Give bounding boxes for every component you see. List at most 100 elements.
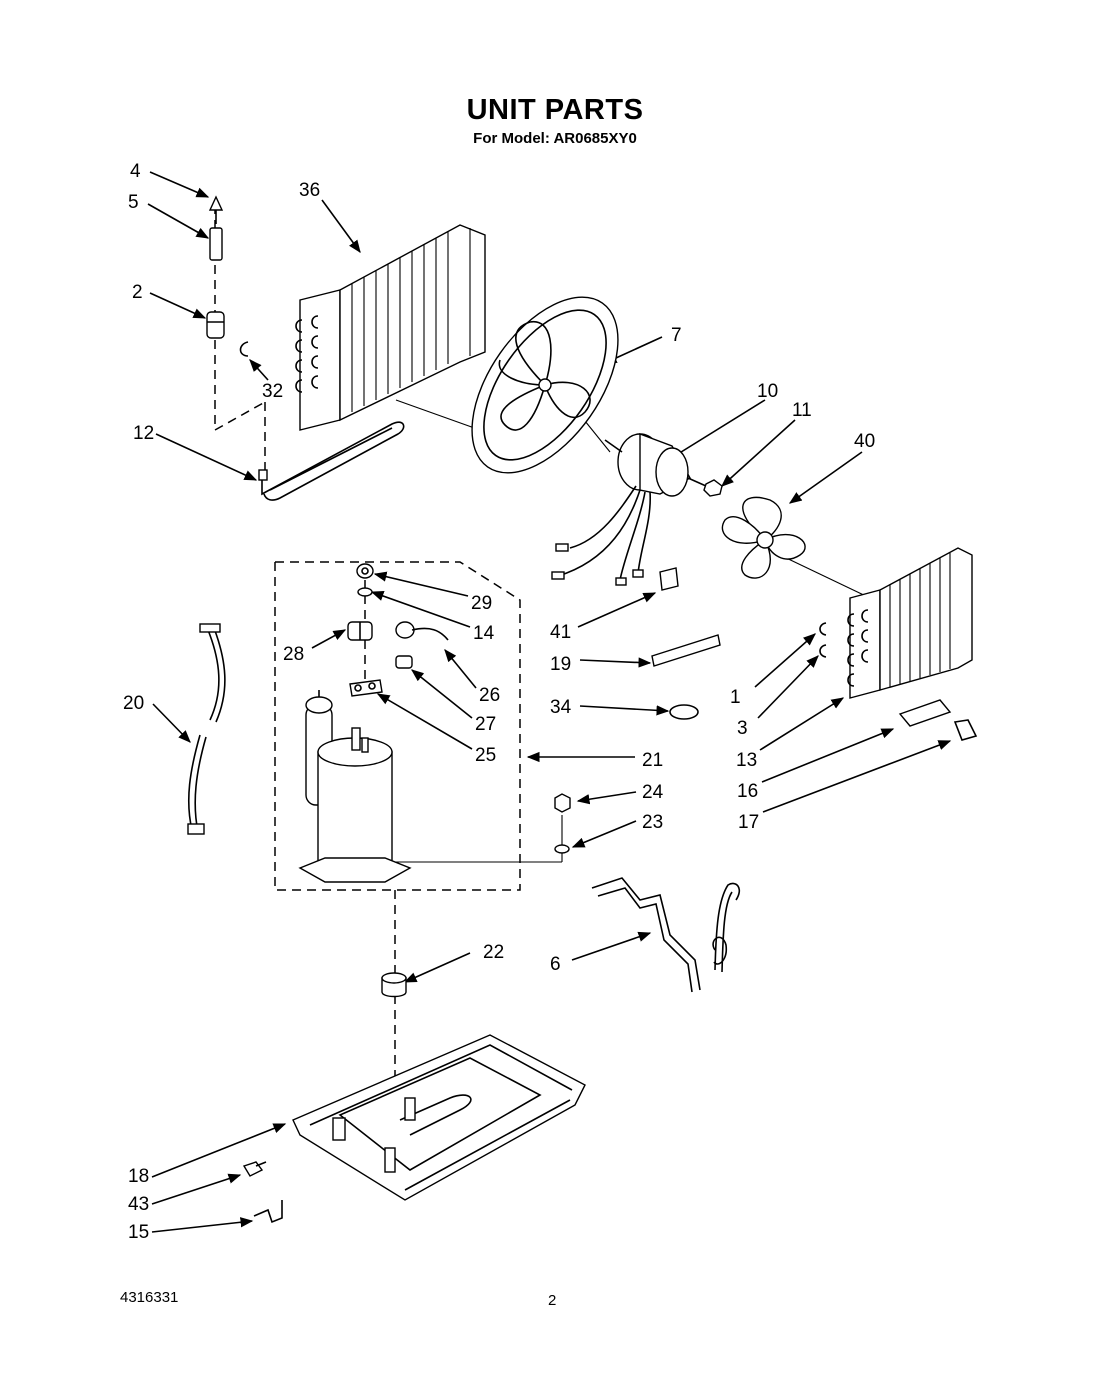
callout-label-41: 41 [550, 622, 571, 643]
callout-label-19: 19 [550, 654, 571, 675]
part-3-clip [819, 644, 827, 658]
part-26-overload [395, 621, 449, 641]
model-subtitle: For Model: AR0685XY0 [473, 130, 637, 147]
callout-label-10: 10 [757, 381, 778, 402]
leader-18 [151, 1123, 287, 1178]
part-1-clip [819, 622, 827, 636]
part-36-evaporator-coil [295, 224, 486, 431]
part-10-fan-motor [551, 432, 707, 586]
part-4-valve-cap [208, 195, 224, 224]
leader-43 [151, 1173, 242, 1205]
page-number: 2 [548, 1292, 557, 1309]
callout-label-13: 13 [736, 750, 757, 771]
leader-15 [151, 1217, 254, 1233]
leader-27 [411, 669, 473, 719]
callout-label-6: 6 [550, 954, 561, 975]
leader-25 [376, 693, 473, 750]
leader-16 [761, 728, 895, 783]
part-20-wire-harness [187, 623, 226, 835]
leader-22 [403, 952, 471, 983]
leader-10 [663, 399, 766, 463]
leader-24 [576, 791, 637, 805]
part-23-washer [554, 844, 570, 854]
part-29-grommet-nut [356, 563, 374, 579]
part-40-fan-blade [721, 496, 806, 579]
callout-label-12: 12 [133, 423, 154, 444]
leader-29 [373, 571, 469, 597]
leader-6 [571, 931, 652, 961]
leader-12 [155, 433, 258, 481]
leader-36 [321, 199, 361, 254]
callout-label-15: 15 [128, 1222, 149, 1243]
leader-11 [721, 419, 796, 487]
callout-label-14: 14 [473, 623, 495, 644]
leader-23 [571, 820, 637, 848]
callout-label-24: 24 [642, 782, 664, 803]
leader-26 [444, 649, 477, 689]
part-12-drain-heater [258, 421, 405, 501]
leader-1 [754, 633, 816, 688]
part-13-condenser-coil [847, 547, 973, 699]
page-title: UNIT PARTS [466, 94, 644, 126]
callout-label-16: 16 [737, 781, 758, 802]
callout-label-18: 18 [128, 1166, 149, 1187]
leader-41 [577, 592, 657, 628]
part-16-cover [898, 699, 952, 727]
part-34-clamp [669, 704, 699, 720]
callout-label-22: 22 [483, 942, 504, 963]
part-6-tubing [591, 877, 741, 993]
callout-label-20: 20 [123, 693, 144, 714]
callout-label-7: 7 [671, 325, 682, 346]
part-5-valve-core [209, 227, 223, 261]
part-19-strap [651, 634, 721, 667]
part-43-screw [242, 1161, 267, 1177]
callout-label-43: 43 [128, 1194, 149, 1215]
leader-2 [149, 292, 207, 319]
leader-20 [152, 703, 191, 743]
part-25-gasket [349, 679, 383, 697]
callout-label-23: 23 [642, 812, 663, 833]
leader-34 [579, 705, 670, 716]
part-7-fan-shroud [471, 296, 619, 474]
assembly-line-valve-join [214, 401, 266, 431]
document-number: 4316331 [120, 1289, 179, 1306]
leader-3 [757, 655, 819, 719]
leader-40 [788, 451, 863, 504]
callout-label-17: 17 [738, 812, 759, 833]
leader-lines [147, 171, 952, 1233]
assembly-line-blade-coil [779, 554, 871, 599]
part-22-grommet [381, 972, 407, 998]
leader-17 [762, 740, 952, 813]
part-14-washer [357, 587, 373, 597]
callout-label-28: 28 [283, 644, 304, 665]
callout-label-25: 25 [475, 745, 496, 766]
callout-label-32: 32 [262, 381, 283, 402]
leader-14 [370, 591, 471, 628]
part-32-clip [239, 341, 249, 357]
part-27-terminal-cover [395, 655, 413, 669]
part-21-compressor [298, 690, 412, 883]
compressor-kit-boundary [274, 561, 521, 891]
part-18-base-pan [292, 1034, 586, 1201]
callout-label-40: 40 [854, 431, 875, 452]
callout-label-5: 5 [128, 192, 139, 213]
leader-4 [149, 171, 210, 198]
part-11-nut [703, 479, 723, 497]
callout-label-27: 27 [475, 714, 496, 735]
part-15-clip [253, 1200, 283, 1224]
callout-label-21: 21 [642, 750, 663, 771]
callout-labels: 4 5 2 32 12 3 6 7 10 11 40 29 14 28 26 27… [123, 161, 875, 1243]
callout-label-3: 3 [737, 718, 748, 739]
leader-5 [147, 203, 210, 239]
callout-label-1: 1 [730, 687, 741, 708]
callout-label-34: 34 [550, 697, 572, 718]
assembly-line-coil-fan [395, 399, 481, 431]
part-41-bracket [659, 567, 679, 591]
callout-label-4: 4 [130, 161, 141, 182]
callout-label-2: 2 [132, 282, 143, 303]
callout-label-29: 29 [471, 593, 492, 614]
callout-label-11: 11 [792, 400, 812, 421]
leader-32 [249, 359, 269, 381]
callout-label-26: 26 [479, 685, 500, 706]
